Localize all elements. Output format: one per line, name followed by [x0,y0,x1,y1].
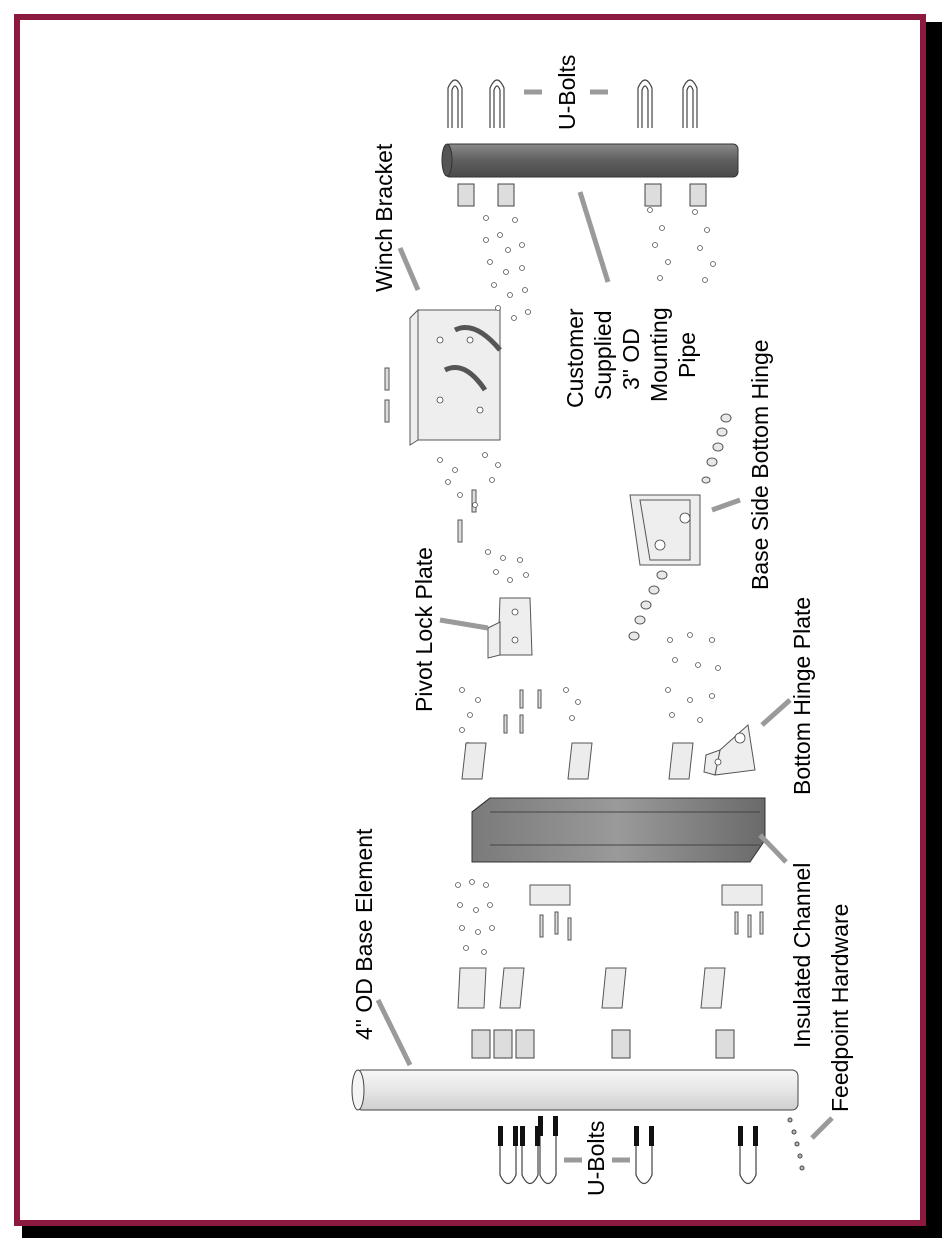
base-element [352,1070,798,1110]
svg-text:Mounting: Mounting [646,307,672,402]
u-bolts-bottom-label: U-Bolts [583,1121,609,1196]
u-bolt-thread-ends [498,1116,758,1146]
base-side-bottom-hinge [630,495,700,565]
base-side-bottom-hinge-label: Base Side Bottom Hinge [747,339,773,590]
bottom-hinge-plate [704,725,755,775]
svg-text:Supplied: Supplied [590,310,616,400]
u-bolts-top-label: U-Bolts [554,55,580,130]
pivot-lock-bolts [504,690,541,733]
mounting-pipe-leader [580,192,608,282]
base-element-label: 4" OD Base Element [351,828,377,1040]
feedpoint-hardware-label: Feedpoint Hardware [827,904,853,1112]
channel-bolts [540,912,763,940]
winch-bracket [410,310,500,445]
feedpoint-hardware [788,1118,804,1170]
mounting-pipe-label: Customer Supplied 3" OD Mounting Pipe [562,307,700,408]
svg-text:Customer: Customer [562,308,588,408]
svg-text:Pipe: Pipe [674,332,700,378]
base-saddles [472,1030,734,1058]
winch-bracket-leader [400,248,418,290]
bottom-hinge-plate-label: Bottom Hinge Plate [789,597,815,795]
mounting-pipe [442,144,738,177]
winch-bracket-label: Winch Bracket [371,143,397,292]
svg-text:3" OD: 3" OD [618,328,644,390]
bottom-hinge-plate-leader [762,700,790,725]
insulated-channel-leader [760,835,786,862]
base-side-bottom-hinge-leader [712,500,740,510]
feedpoint-hardware-leader [812,1118,832,1138]
pivot-lock-plate-leader [440,620,488,628]
insulated-channel [472,798,765,862]
base-element-leader [378,1000,410,1065]
pivot-lock-plate-label: Pivot Lock Plate [411,547,437,712]
insulated-channel-label: Insulated Channel [789,863,815,1048]
pivot-lock-plate [488,598,532,658]
clamp-plates [458,743,762,1008]
